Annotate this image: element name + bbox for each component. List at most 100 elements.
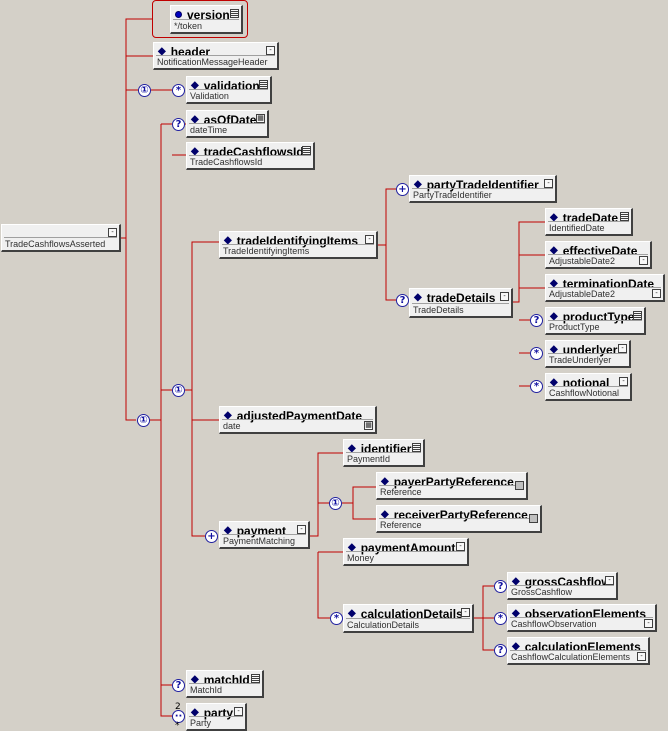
element-validation[interactable]: ◆validation Validation (186, 76, 272, 104)
element-terminationDate[interactable]: ◆terminationDate AdjustableDate2 - (545, 274, 665, 302)
multi-occurrence-indicator-icon: ·· (172, 710, 185, 723)
expand-icon[interactable]: - (461, 608, 470, 617)
expand-icon[interactable]: - (637, 652, 646, 661)
element-type: CashflowObservation (510, 617, 653, 630)
element-diamond-icon: ◆ (158, 46, 166, 57)
expand-icon[interactable]: - (619, 377, 628, 386)
element-asOfDate[interactable]: ◆asOfDate dateTime ▦ (186, 110, 269, 138)
expand-icon[interactable]: - (365, 235, 374, 244)
expand-icon[interactable]: - (500, 292, 509, 301)
element-type: PaymentId (346, 452, 421, 465)
element-payment[interactable]: ◆payment PaymentMatching - (219, 521, 310, 549)
element-diamond-icon: ◆ (348, 443, 356, 454)
element-type: IdentifiedDate (548, 221, 629, 234)
element-type: dateTime (189, 123, 265, 136)
element-type: CashflowCalculationElements (510, 650, 646, 663)
element-paymentAmount[interactable]: ◆paymentAmount Money - (343, 538, 469, 566)
simple-content-icon (620, 212, 629, 221)
element-diamond-icon: ◆ (414, 292, 422, 303)
party-unbounded-occurs: * (175, 721, 180, 731)
optional-indicator-icon: ? (172, 679, 185, 692)
element-notional[interactable]: ◆notional CashflowNotional - (545, 373, 632, 401)
element-diamond-icon: ◆ (191, 674, 199, 685)
element-name: calculationDetails (360, 606, 463, 621)
element-calculationElements[interactable]: ◆calculationElements CashflowCalculation… (507, 637, 650, 665)
optional-indicator-icon: ? (396, 294, 409, 307)
element-type: TradeUnderlyer (548, 353, 627, 366)
simple-content-icon (302, 146, 311, 155)
attribute-dot-icon (175, 11, 182, 18)
element-version[interactable]: version */token (170, 5, 243, 34)
attributes-icon (529, 514, 538, 523)
simple-content-icon (633, 311, 642, 320)
element-header[interactable]: ◆header NotificationMessageHeader - (153, 42, 279, 70)
element-type: CashflowNotional (548, 386, 628, 399)
element-tradeDate[interactable]: ◆tradeDate IdentifiedDate (545, 208, 633, 236)
element-tradeCashflowsId[interactable]: ◆tradeCashflowsId TradeCashflowsId (186, 142, 315, 170)
element-type: NotificationMessageHeader (156, 55, 275, 68)
element-partyTradeIdentifier[interactable]: ◆partyTradeIdentifier PartyTradeIdentifi… (409, 175, 557, 203)
element-observationElements[interactable]: ◆observationElements CashflowObservation… (507, 604, 657, 632)
expand-icon[interactable]: - (108, 228, 117, 237)
element-effectiveDate[interactable]: ◆effectiveDate AdjustableDate2 - (545, 241, 652, 269)
element-payerPartyReference[interactable]: ◆payerPartyReference Reference (376, 472, 528, 500)
element-type: date (222, 419, 373, 432)
element-diamond-icon: ◆ (191, 707, 199, 718)
element-identifier[interactable]: ◆identifier PaymentId (343, 439, 425, 467)
expand-icon[interactable]: - (639, 256, 648, 265)
element-diamond-icon: ◆ (191, 80, 199, 91)
expand-icon[interactable]: - (266, 46, 275, 55)
element-party[interactable]: ◆party Party - (186, 703, 247, 731)
element-productType[interactable]: ◆productType ProductType (545, 307, 646, 335)
expand-icon[interactable]: - (618, 344, 627, 353)
element-diamond-icon: ◆ (550, 245, 558, 256)
choice-indicator-icon: ① (329, 497, 342, 510)
element-receiverPartyReference[interactable]: ◆receiverPartyReference Reference (376, 505, 542, 533)
expand-icon[interactable]: - (234, 707, 243, 716)
element-type: AdjustableDate2 (548, 254, 648, 267)
element-diamond-icon: ◆ (550, 311, 558, 322)
multi-indicator-icon: * (172, 84, 185, 97)
expand-icon[interactable]: - (456, 542, 465, 551)
expand-icon[interactable]: - (644, 619, 653, 628)
element-matchId[interactable]: ◆matchId MatchId (186, 670, 264, 698)
date-type-icon: ▦ (364, 421, 373, 430)
element-underlyer[interactable]: ◆underlyer TradeUnderlyer - (545, 340, 631, 368)
version-highlight-outline (152, 0, 248, 38)
root-element[interactable]: TradeCashflowsAsserted - (1, 224, 121, 252)
element-type: MatchId (189, 683, 260, 696)
element-type: ProductType (548, 320, 642, 333)
element-type: Reference (379, 518, 538, 531)
expand-icon[interactable]: - (652, 289, 661, 298)
element-type: */token (173, 19, 239, 32)
element-diamond-icon: ◆ (224, 525, 232, 536)
optional-indicator-icon: ? (172, 118, 185, 131)
multi-indicator-icon: * (494, 612, 507, 625)
element-diamond-icon: ◆ (191, 114, 199, 125)
element-diamond-icon: ◆ (512, 641, 520, 652)
element-diamond-icon: ◆ (550, 212, 558, 223)
expand-icon[interactable]: - (605, 576, 614, 585)
element-type: CalculationDetails (346, 618, 470, 631)
element-type: TradeDetails (412, 303, 509, 316)
element-type: Party (189, 716, 243, 729)
element-diamond-icon: ◆ (550, 377, 558, 388)
plus-indicator-icon: + (205, 530, 218, 543)
element-type: PaymentMatching (222, 534, 306, 547)
expand-icon[interactable]: - (297, 525, 306, 534)
element-adjustedPaymentDate[interactable]: ◆adjustedPaymentDate date ▦ (219, 406, 377, 434)
multi-indicator-icon: * (330, 612, 343, 625)
element-calculationDetails[interactable]: ◆ calculationDetails CalculationDetails - (343, 604, 474, 633)
simple-content-icon (259, 80, 268, 89)
element-grossCashflow[interactable]: ◆grossCashflow GrossCashflow - (507, 572, 618, 600)
element-diamond-icon: ◆ (348, 608, 356, 619)
element-tradeIdentifyingItems[interactable]: ◆tradeIdentifyingItems TradeIdentifyingI… (219, 231, 378, 259)
party-max-occurs: 2 (175, 702, 181, 712)
simple-content-icon (230, 9, 239, 18)
element-type: Money (346, 551, 465, 564)
element-diamond-icon: ◆ (224, 410, 232, 421)
multi-indicator-icon: * (530, 380, 543, 393)
expand-icon[interactable]: - (544, 179, 553, 188)
element-tradeDetails[interactable]: ◆tradeDetails TradeDetails - (409, 288, 513, 318)
